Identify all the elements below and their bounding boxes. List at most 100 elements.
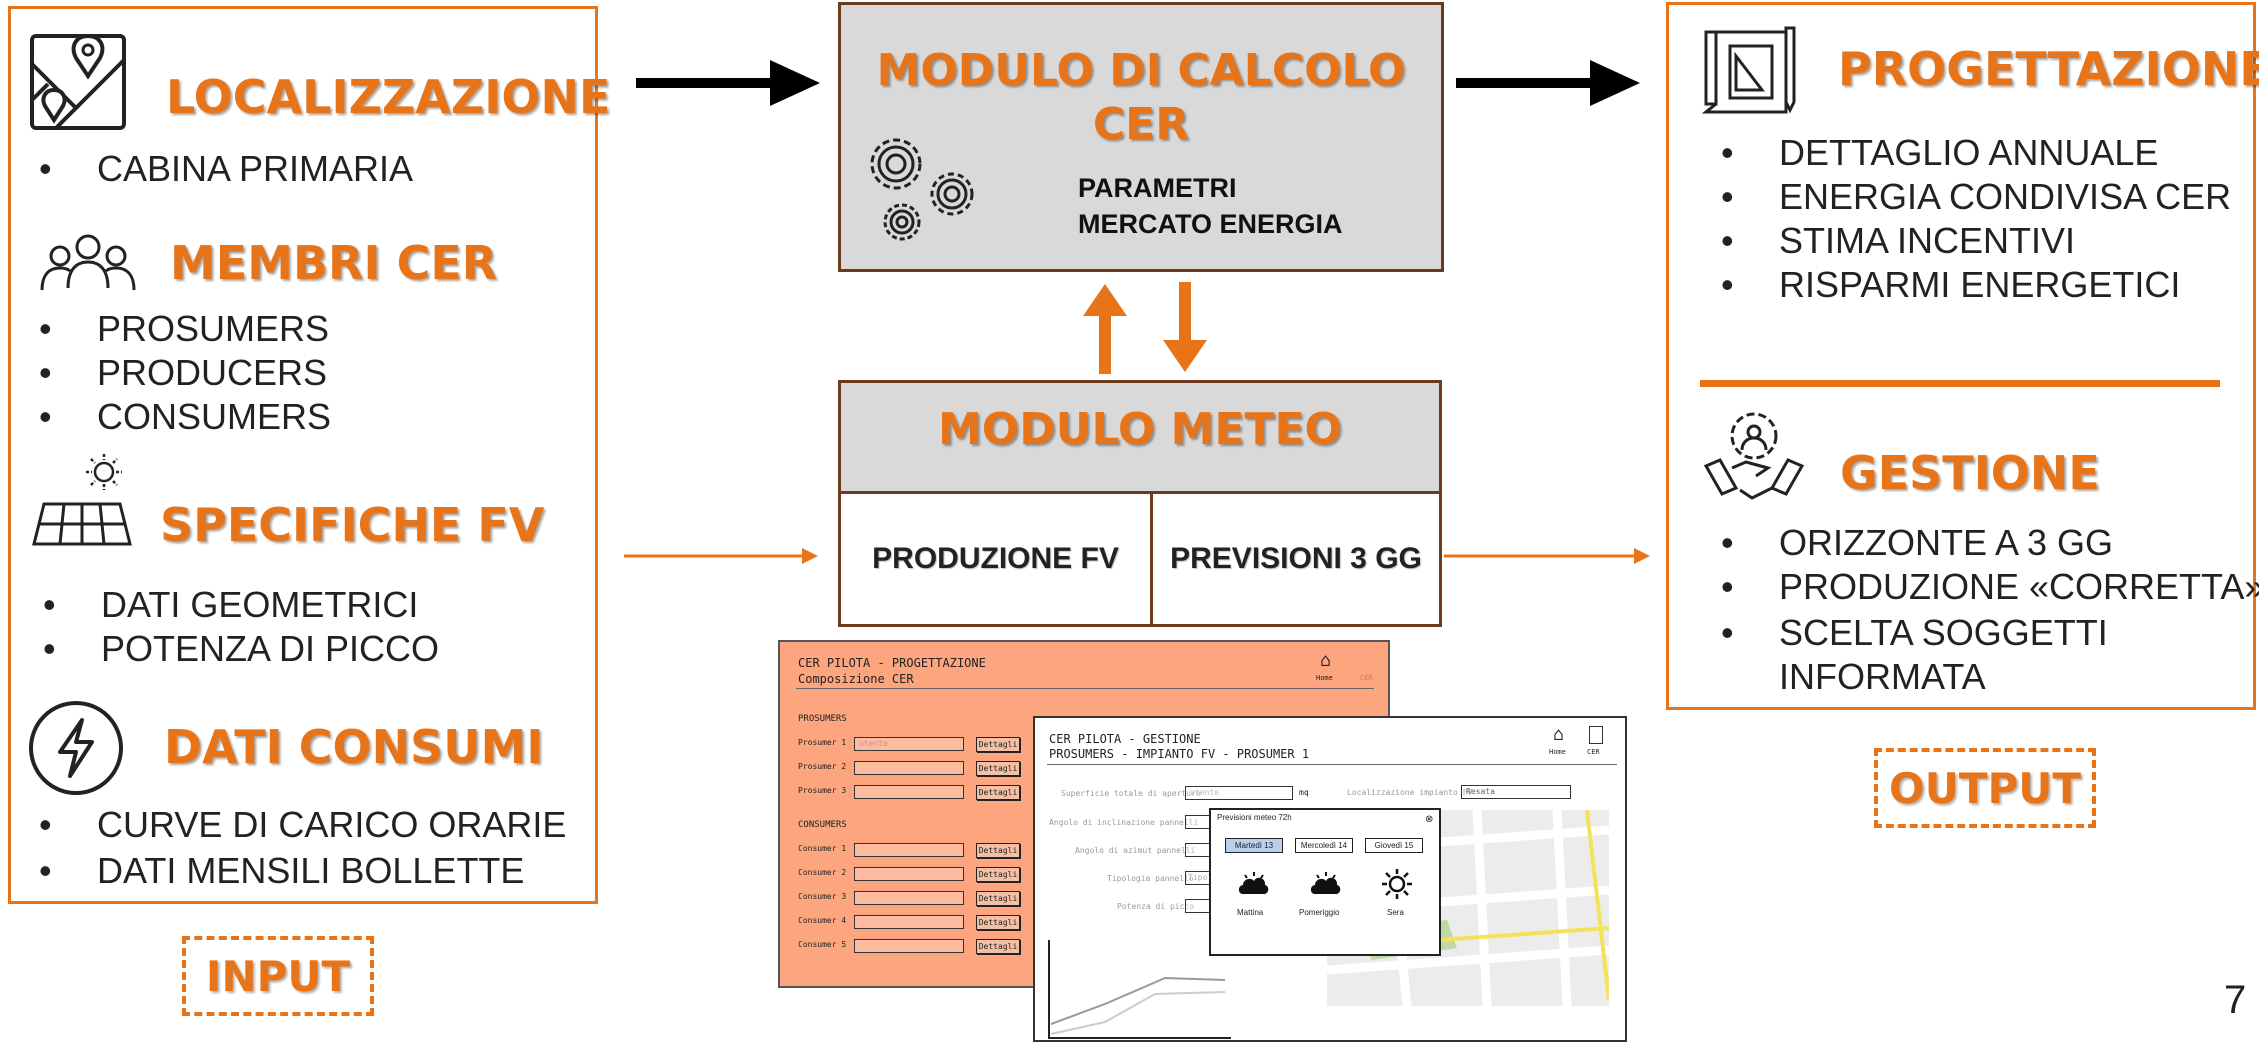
localizzazione-title: LOCALIZZAZIONE [166, 70, 611, 124]
dati-consumi-title: DATI CONSUMI [164, 720, 544, 774]
previsioni-3gg-cell: PREVISIONI 3 GG [1150, 491, 1442, 627]
map-location-icon [30, 33, 126, 130]
consumi-item-curve: CURVE DI CARICO ORARIE [39, 804, 566, 846]
membri-item-producers: PRODUCERS [39, 352, 327, 394]
consumi-item-bollette: DATI MENSILI BOLLETTE [39, 850, 524, 892]
mock-gest-field-label: Potenza di picco [1117, 902, 1195, 911]
specifiche-item-geometrici: DATI GEOMETRICI [43, 584, 418, 626]
gestione-title: GESTIONE [1840, 446, 2100, 500]
mock-prog-consumers-header: CONSUMERS [798, 820, 847, 830]
output-label: OUTPUT [1874, 748, 2096, 828]
mock-gest-location-field[interactable]: Resata [1461, 785, 1571, 799]
progettazione-item: STIMA INCENTIVI [1721, 220, 2075, 262]
popup-slot-label: Pomeriggio [1299, 908, 1340, 917]
arrow-calcolo-to-output [1456, 60, 1640, 106]
mock-prog-details-button[interactable]: Dettagli [976, 761, 1020, 776]
cloud-icon [1310, 872, 1341, 894]
parametri-mercato-text: PARAMETRI MERCATO ENERGIA [1078, 170, 1343, 242]
people-icon [40, 234, 136, 291]
mock-gest-field-label: Angolo di azimut pannelli [1075, 846, 1196, 855]
mock-prog-prosumers-header: PROSUMERS [798, 714, 847, 724]
cloud-icon [1238, 872, 1269, 894]
membri-item-consumers: CONSUMERS [39, 396, 331, 438]
specifiche-fv-title: SPECIFICHE FV [160, 498, 545, 552]
mock-prog-consumer-field[interactable] [854, 915, 964, 929]
mock-prog-prosumer-label: Prosumer 2 [798, 762, 847, 771]
arrow-input-to-meteo [624, 548, 818, 564]
mock-gest-field-label: Angolo di inclinazione pannelli [1049, 818, 1199, 827]
popup-title: Previsioni meteo 72h [1215, 813, 1294, 822]
mock-prog-consumer-label: Consumer 5 [798, 940, 847, 949]
mock-prog-details-button[interactable]: Dettagli [976, 737, 1020, 752]
gears-icon [870, 138, 974, 241]
page-number: 7 [2224, 978, 2247, 1022]
parametri-line1: PARAMETRI [1078, 173, 1237, 203]
mock-prog-details-button[interactable]: Dettagli [976, 939, 1020, 954]
popup-close-icon[interactable]: ⊗ [1425, 814, 1434, 825]
specifiche-item-potenza: POTENZA DI PICCO [43, 628, 439, 670]
progettazione-item: DETTAGLIO ANNUALE [1721, 132, 2159, 174]
modulo-calcolo-box [838, 2, 1444, 272]
mock-gest-field-label: Tipologia pannello [1107, 874, 1194, 883]
mock-prog-consumer-field[interactable] [854, 891, 964, 905]
progettazione-title: PROGETTAZIONE [1838, 42, 2259, 96]
parametri-line2: MERCATO ENERGIA [1078, 209, 1343, 239]
mock-gest-divider [1047, 764, 1617, 765]
mock-prog-prosumer-label: Prosumer 1 [798, 738, 847, 747]
mock-gest-line-chart [1048, 940, 1231, 1039]
popup-day-tab[interactable]: Martedì 13 [1225, 838, 1283, 853]
mock-prog-consumer-label: Consumer 1 [798, 844, 847, 853]
mock-prog-details-button[interactable]: Dettagli [976, 843, 1020, 858]
blueprint-icon [1701, 26, 1796, 114]
modulo-calcolo-title: MODULO DI CALCOLO CER [838, 44, 1444, 152]
popup-slot-label: Mattina [1237, 908, 1264, 917]
modulo-calcolo-title-line1: MODULO DI CALCOLO [876, 45, 1406, 96]
mock-prog-details-button[interactable]: Dettagli [976, 915, 1020, 930]
produzione-fv-cell: PRODUZIONE FV [838, 491, 1153, 627]
mock-gest-location-label: Localizzazione impianto FV [1347, 788, 1473, 797]
solar-panel-icon [32, 454, 132, 546]
mock-prog-details-button[interactable]: Dettagli [976, 785, 1020, 800]
arrow-calcolo-to-meteo [1163, 282, 1207, 372]
mock-prog-consumer-field[interactable] [854, 867, 964, 881]
mock-prog-title: CER PILOTA - PROGETTAZIONE [798, 656, 986, 670]
mock-prog-consumer-field[interactable] [854, 843, 964, 857]
mock-prog-prosumer-field[interactable] [854, 785, 964, 799]
mock-gest-home-icon[interactable]: ⌂ [1553, 724, 1564, 745]
mock-prog-home-label: Home [1316, 674, 1333, 682]
modulo-calcolo-title-line2: CER [1092, 99, 1190, 150]
progettazione-item: ENERGIA CONDIVISA CER [1721, 176, 2231, 218]
popup-day-tab[interactable]: Mercoledì 14 [1295, 838, 1353, 853]
arrow-meteo-to-output [1444, 548, 1650, 564]
membri-cer-title: MEMBRI CER [170, 236, 498, 290]
mock-prog-divider [796, 688, 1374, 689]
mock-prog-details-button[interactable]: Dettagli [976, 867, 1020, 882]
mock-prog-home-icon[interactable]: ⌂ [1320, 650, 1331, 671]
clipboard-icon[interactable] [1589, 726, 1603, 744]
mock-gest-subtitle: PROSUMERS - IMPIANTO FV - PROSUMER 1 [1049, 747, 1310, 761]
output-divider [1700, 380, 2220, 387]
popup-day-tab[interactable]: Giovedì 15 [1365, 838, 1423, 853]
arrow-meteo-to-calcolo [1083, 284, 1127, 374]
mock-gest-title: CER PILOTA - GESTIONE [1049, 732, 1201, 746]
mock-prog-consumer-label: Consumer 4 [798, 916, 847, 925]
input-label: INPUT [182, 936, 374, 1016]
sun-icon [1382, 869, 1412, 899]
arrow-input-to-calcolo [636, 60, 820, 106]
mock-gest-field-label: Superficie totale di aperture [1061, 789, 1201, 798]
mock-prog-subtitle: Composizione CER [798, 672, 914, 686]
progettazione-item: RISPARMI ENERGETICI [1721, 264, 2180, 306]
mock-prog-prosumer-label: Prosumer 3 [798, 786, 847, 795]
mock-prog-cer-label: CER [1360, 674, 1373, 682]
modulo-meteo-title: MODULO METEO [938, 404, 1342, 455]
mock-prog-consumer-label: Consumer 2 [798, 868, 847, 877]
mock-prog-consumer-field[interactable] [854, 939, 964, 953]
membri-item-prosumers: PROSUMERS [39, 308, 329, 350]
mock-prog-prosumer-field[interactable] [854, 761, 964, 775]
mock-gest-home-label: Home [1549, 748, 1566, 756]
mock-prog-details-button[interactable]: Dettagli [976, 891, 1020, 906]
mock-prog-prosumer-field[interactable]: utente [854, 737, 964, 751]
lightning-icon [29, 701, 123, 795]
mock-gest-field[interactable]: utente [1185, 786, 1293, 800]
handshake-gear-icon [1703, 412, 1805, 500]
